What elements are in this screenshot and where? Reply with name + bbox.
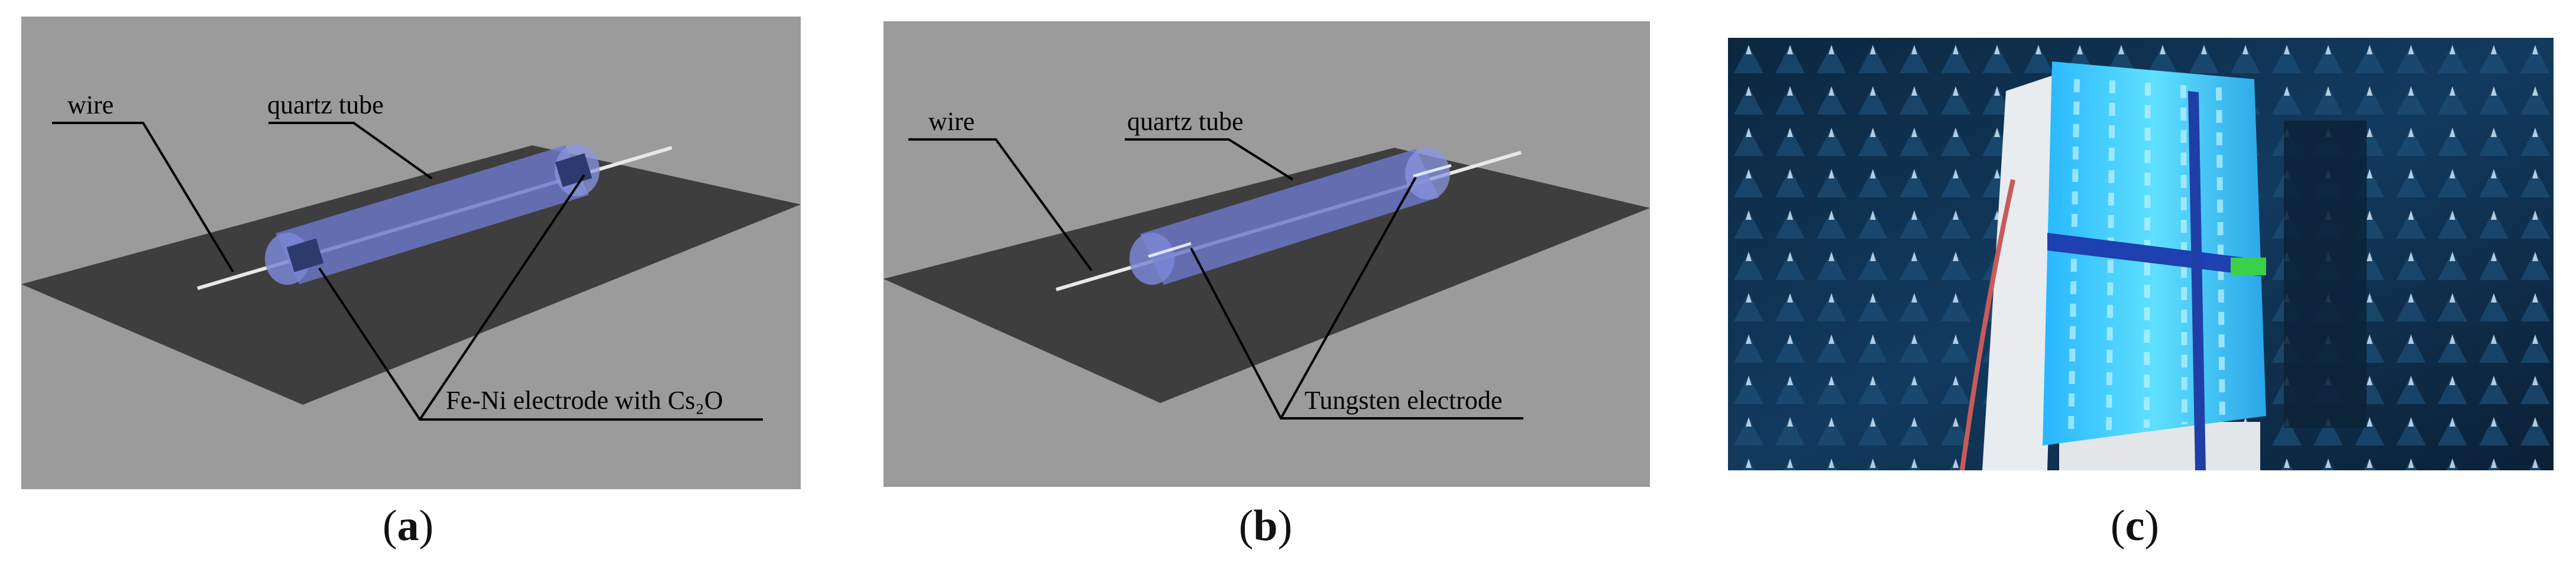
label-electrode: Fe-Ni electrode with Cs₂O	[446, 386, 723, 415]
electrode-left	[286, 238, 324, 272]
wire-callout-line	[52, 122, 234, 273]
quartz-tube	[1140, 149, 1439, 285]
quartz-tube	[276, 145, 589, 284]
panel-a-diagram: wire quartz tube Fe-Ni electrode with Cs…	[21, 17, 801, 489]
caption-c: (c)	[2110, 502, 2160, 550]
panel-b-diagram: wire quartz tube Tungsten electrode	[884, 21, 1650, 487]
label-quartz-tube: quartz tube	[267, 90, 384, 119]
caption-b-letter: b	[1253, 502, 1278, 550]
chamber-doorway	[2284, 121, 2367, 428]
tube-callout-line	[268, 122, 433, 180]
label-wire: wire	[67, 90, 114, 119]
foam-support	[1982, 73, 2059, 470]
tube-callout-line	[1125, 138, 1294, 181]
label-wire: wire	[928, 107, 975, 136]
tungsten-electrode-left	[1148, 242, 1192, 258]
panel-a: wire quartz tube Fe-Ni electrode with Cs…	[21, 17, 801, 489]
caption-b: (b)	[1238, 502, 1293, 550]
wire-callout-line	[908, 138, 1093, 272]
horizontal-bar	[2047, 233, 2263, 277]
caption-a: (a)	[382, 502, 434, 550]
tube-end-right	[1405, 148, 1450, 200]
electrode-callout-line-right	[1280, 177, 1417, 419]
vertical-bar	[2188, 91, 2206, 470]
caption-c-letter: c	[2125, 502, 2145, 550]
panel-b: wire quartz tube Tungsten electrode	[884, 21, 1650, 487]
feed-cable	[1960, 179, 2015, 470]
label-quartz-tube: quartz tube	[1127, 107, 1244, 136]
ground-plane	[884, 148, 1650, 403]
electrode-callout-line-right	[419, 174, 585, 421]
caption-a-letter: a	[397, 502, 419, 550]
tungsten-electrode-right	[1413, 164, 1452, 178]
anechoic-chamber-photo	[1728, 38, 2554, 470]
label-electrode: Tungsten electrode	[1305, 386, 1502, 415]
ground-plane	[21, 145, 801, 405]
green-marker	[2231, 258, 2266, 275]
panel-c-photo	[1728, 38, 2554, 470]
tube-end-left	[1130, 233, 1174, 285]
